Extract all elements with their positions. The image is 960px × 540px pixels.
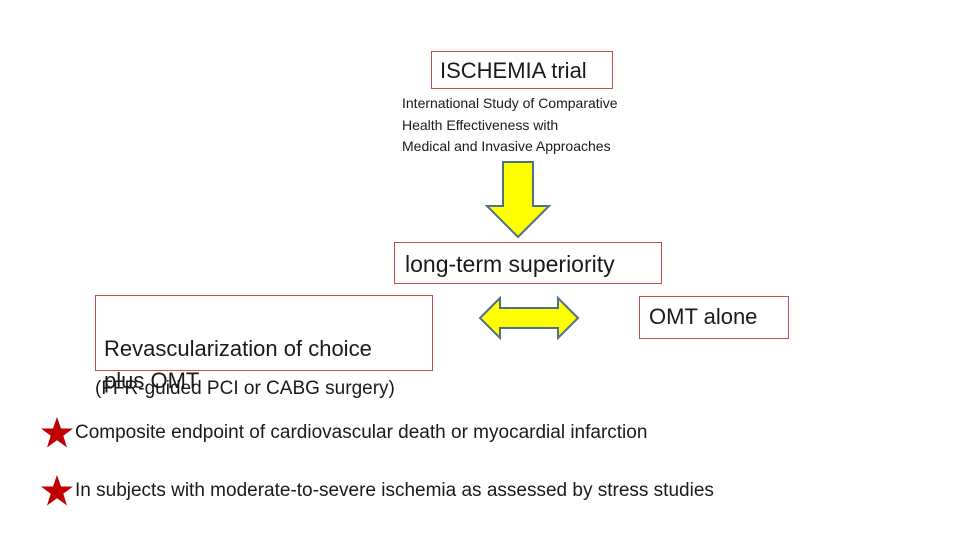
superiority-text: long-term superiority [405,251,615,277]
title-text: ISCHEMIA trial [440,58,587,83]
omt-box: OMT alone [639,296,789,339]
double-arrow [478,295,580,341]
revascularization-note: (FFR-guided PCI or CABG surgery) [95,378,395,399]
down-arrow [484,161,552,239]
title-box: ISCHEMIA trial [431,51,613,89]
superiority-box: long-term superiority [394,242,662,284]
subtitle-text: International Study of Comparative Healt… [402,95,618,154]
star-icon [41,475,73,506]
star-icon [41,417,73,448]
bullet-text: Composite endpoint of cardiovascular dea… [75,422,648,443]
revascularization-box: Revascularization of choice plus OMT [95,295,433,393]
revascularization-text: Revascularization of choice plus OMT [104,336,372,393]
omt-text: OMT alone [649,304,758,329]
bullet-text: In subjects with moderate-to-severe isch… [75,480,714,501]
